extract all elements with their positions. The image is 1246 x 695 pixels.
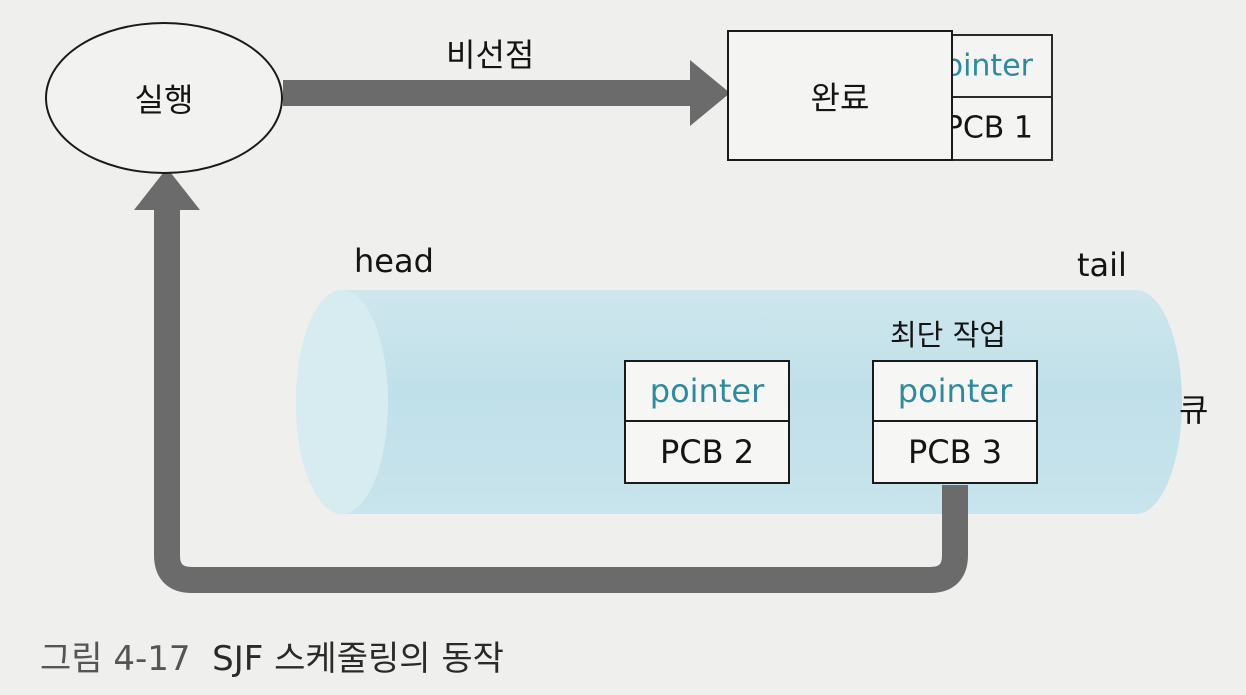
running-label: 실행	[134, 81, 194, 119]
pcb1-name-cell: PCB 1	[932, 98, 1051, 160]
nonpreemptive-label: 비선점	[446, 36, 535, 74]
queue-tube-end	[296, 290, 388, 514]
running-node: 실행	[45, 22, 283, 174]
figure-caption: 그림 4-17 SJF 스케줄링의 동작	[40, 631, 504, 680]
return-arrow	[134, 168, 968, 593]
pcb3-name-cell: PCB 3	[907, 433, 1003, 471]
tail-label: tail	[1077, 246, 1127, 284]
figure-number: 그림 4-17	[40, 639, 191, 679]
pcb1-name-label: PCB 1	[944, 110, 1033, 146]
pcb2-pointer-cell: pointer	[626, 362, 788, 422]
pcb3-pointer-cell: pointer	[874, 362, 1036, 422]
head-label: head	[354, 242, 434, 280]
pcb2-block: pointer PCB 2	[624, 360, 790, 484]
nonpreemptive-arrow	[283, 60, 730, 126]
figure-title: SJF 스케줄링의 동작	[212, 639, 504, 679]
completed-node: 완료	[727, 30, 953, 161]
queue-label: 큐	[1179, 391, 1209, 429]
pcb2-name-cell: PCB 2	[659, 433, 755, 471]
completed-label: 완료	[810, 78, 870, 117]
shortest-job-label: 최단 작업	[890, 318, 1006, 352]
pcb3-block: pointer PCB 3	[872, 360, 1038, 484]
